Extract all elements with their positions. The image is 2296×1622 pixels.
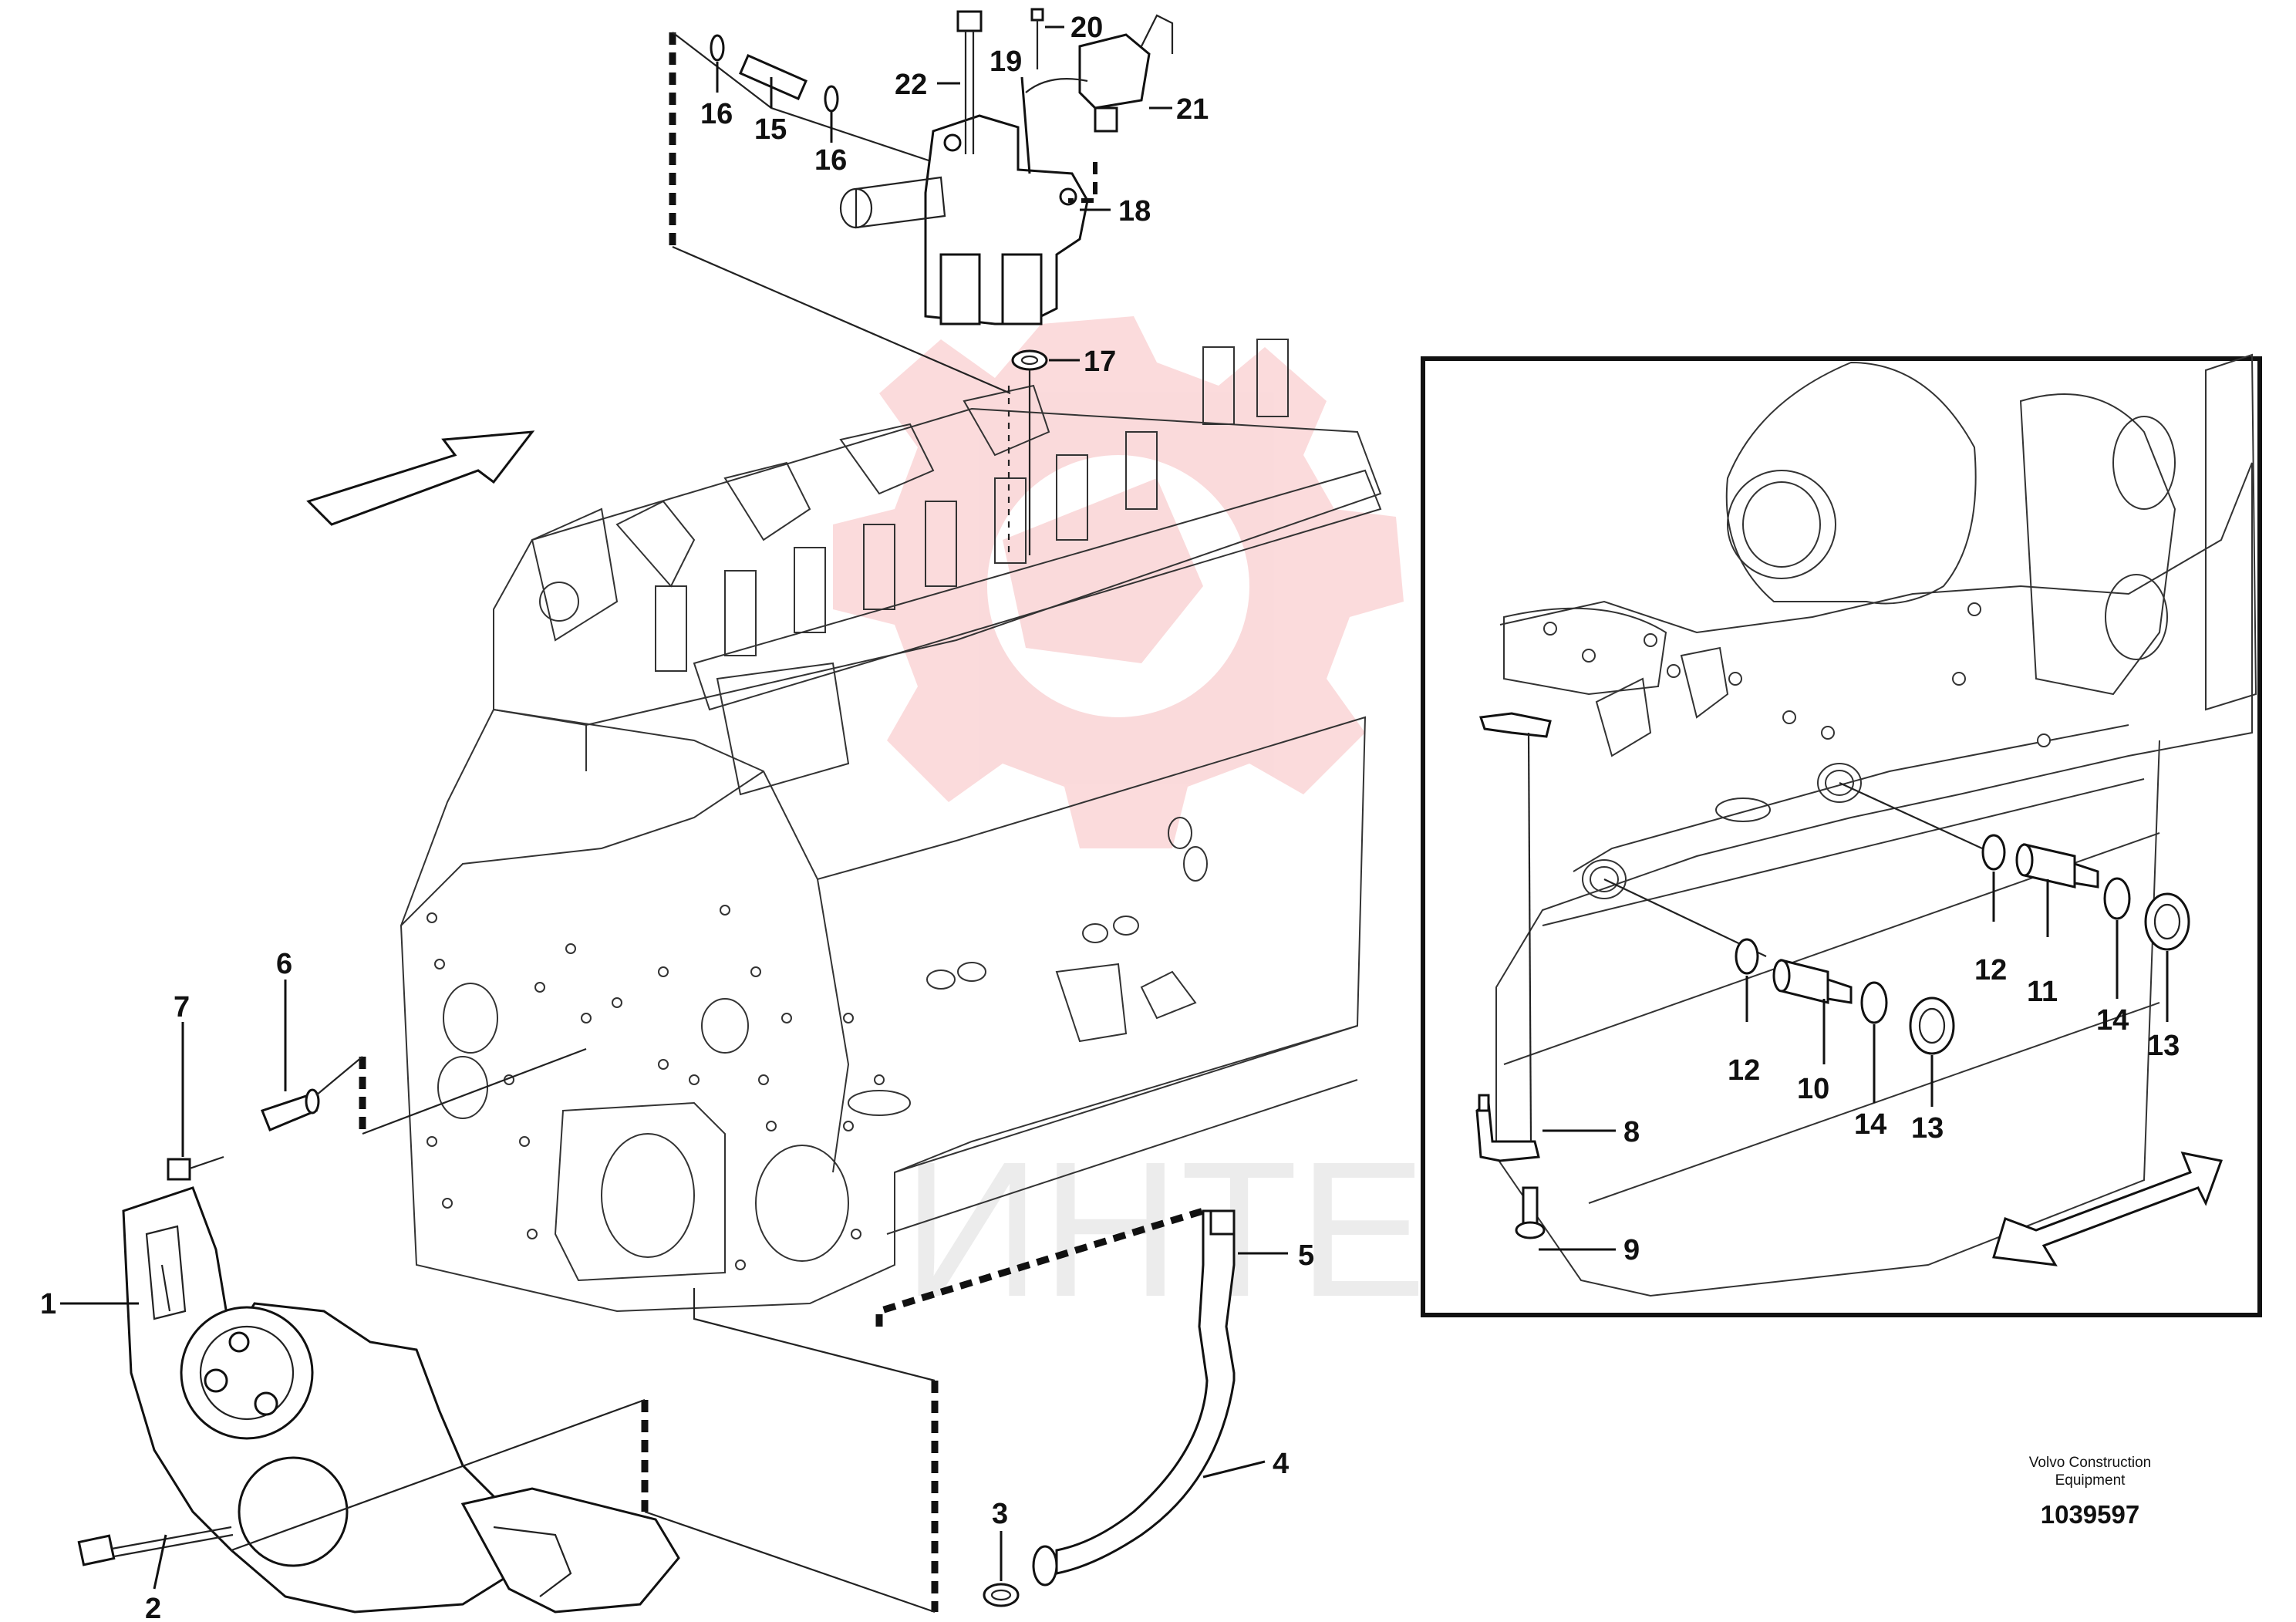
callout-21: 21 — [1176, 93, 1209, 126]
oil-pipe — [875, 1207, 1236, 1607]
callout-13-upper: 13 — [2147, 1030, 2180, 1062]
engine-block — [400, 339, 1382, 1313]
callout-2: 2 — [145, 1593, 161, 1622]
bolt-holes — [426, 905, 885, 1270]
watermark-logo: ИНТЕХ — [833, 316, 1555, 1337]
callout-19: 19 — [990, 46, 1022, 78]
direction-arrow-right — [1992, 1151, 2224, 1266]
callout-18: 18 — [1118, 195, 1151, 228]
drawing-number: 1039597 — [2040, 1500, 2140, 1529]
callout-15: 15 — [754, 113, 787, 146]
callout-4: 4 — [1273, 1448, 1289, 1480]
callout-10: 10 — [1797, 1073, 1829, 1105]
valve-housing-assembly — [669, 8, 1174, 555]
detail-inset — [1421, 353, 2262, 1317]
valve-springs — [531, 339, 1289, 672]
callout-6: 6 — [276, 948, 292, 980]
callout-17: 17 — [1084, 346, 1116, 378]
callout-16-right: 16 — [814, 144, 847, 177]
callout-7: 7 — [174, 991, 190, 1023]
plug-and-bolt — [167, 1047, 587, 1181]
oil-pump-assembly — [77, 1186, 939, 1614]
callout-12-upper: 12 — [1974, 954, 2007, 986]
callout-1: 1 — [40, 1288, 56, 1320]
callout-16-left: 16 — [700, 98, 733, 130]
callout-labels: 1 2 3 4 5 6 7 8 9 10 11 12 12 13 13 14 1… — [40, 12, 2180, 1622]
leader-lines — [60, 25, 2169, 1590]
callout-13-lower: 13 — [1911, 1112, 1944, 1145]
callout-14-lower: 14 — [1854, 1108, 1886, 1141]
direction-arrow-left — [306, 430, 535, 526]
callout-3: 3 — [992, 1498, 1008, 1530]
callout-14-upper: 14 — [2096, 1004, 2129, 1037]
callout-8: 8 — [1623, 1116, 1640, 1148]
callout-9: 9 — [1623, 1234, 1640, 1266]
caption-company-line2: Equipment — [2055, 1472, 2126, 1489]
caption-company: Volvo Construction — [2028, 1455, 2152, 1471]
callout-11: 11 — [2027, 976, 2058, 1008]
callout-12-lower: 12 — [1728, 1054, 1760, 1087]
callout-22: 22 — [895, 69, 927, 101]
detail-inset-frame — [1421, 356, 2262, 1317]
drawing-caption: Volvo Construction Equipment 1039597 — [1974, 1454, 2206, 1529]
callout-20: 20 — [1070, 12, 1103, 44]
callout-5: 5 — [1298, 1239, 1314, 1272]
